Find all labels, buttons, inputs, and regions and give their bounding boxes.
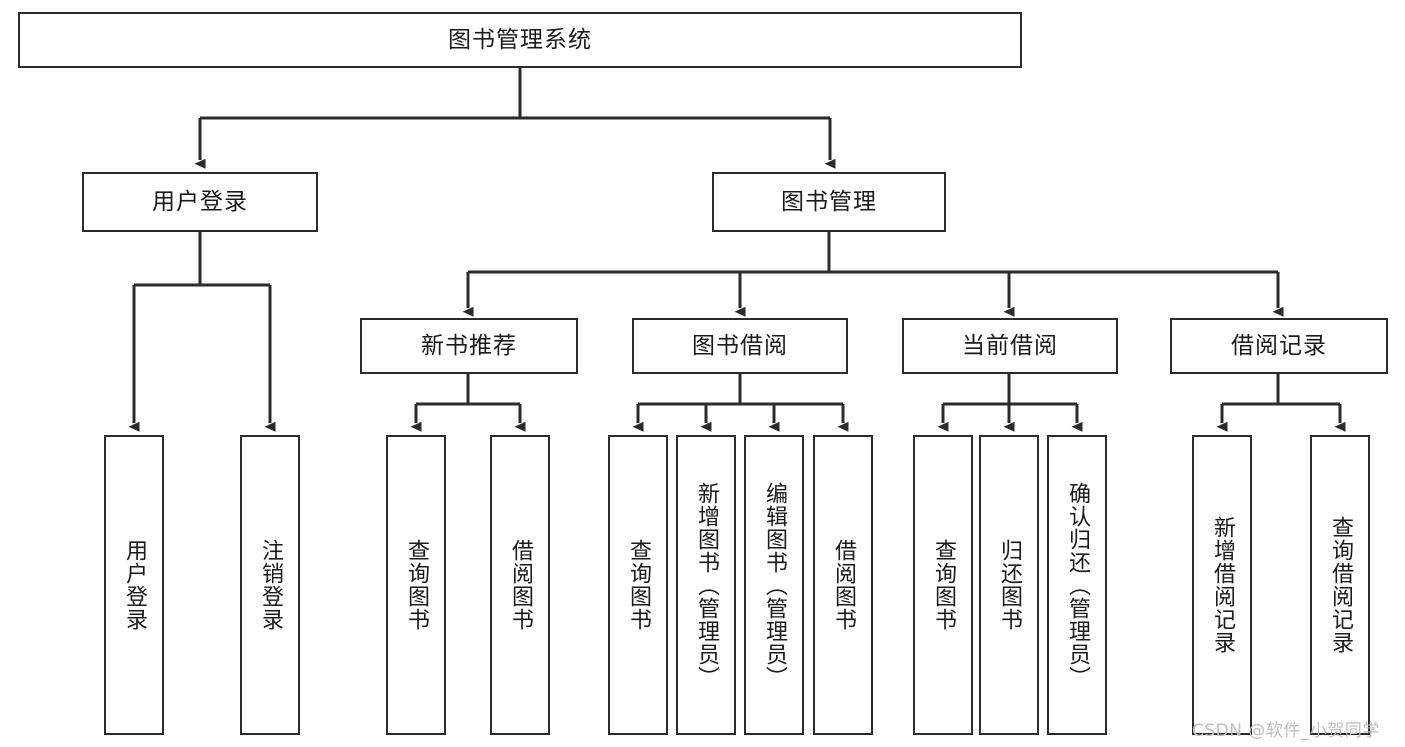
node-user-login-label: 用户登录	[152, 188, 248, 215]
leaf-user-login-label: 用户登录	[121, 539, 147, 631]
leaf-query-book-1[interactable]: 查询图书	[386, 435, 446, 735]
leaf-add-record-label: 新增借阅记录	[1209, 516, 1235, 654]
leaf-borrow-book-2-label: 借阅图书	[830, 539, 856, 631]
leaf-query-book-2-label: 查询图书	[625, 539, 651, 631]
leaf-confirm-return-label: 确认归还（管理员）	[1064, 481, 1090, 689]
node-current-borrow[interactable]: 当前借阅	[902, 318, 1118, 374]
leaf-borrow-book-2[interactable]: 借阅图书	[813, 435, 873, 735]
leaf-logout-login[interactable]: 注销登录	[240, 435, 300, 735]
leaf-borrow-book-1-label: 借阅图书	[507, 539, 533, 631]
node-borrow-record-label: 借阅记录	[1231, 332, 1327, 359]
leaf-query-book-2[interactable]: 查询图书	[608, 435, 668, 735]
leaf-logout-login-label: 注销登录	[257, 539, 283, 631]
node-user-login[interactable]: 用户登录	[82, 172, 318, 232]
node-book-borrow[interactable]: 图书借阅	[632, 318, 848, 374]
leaf-query-record-label: 查询借阅记录	[1327, 516, 1353, 654]
node-borrow-record[interactable]: 借阅记录	[1170, 318, 1388, 374]
leaf-confirm-return[interactable]: 确认归还（管理员）	[1047, 435, 1107, 735]
leaf-query-book-3[interactable]: 查询图书	[913, 435, 973, 735]
leaf-query-book-1-label: 查询图书	[403, 539, 429, 631]
node-book-borrow-label: 图书借阅	[692, 332, 788, 359]
node-book-management-label: 图书管理	[781, 188, 877, 215]
leaf-return-book-label: 归还图书	[996, 539, 1022, 631]
leaf-user-login[interactable]: 用户登录	[104, 435, 164, 735]
node-book-management[interactable]: 图书管理	[712, 172, 946, 232]
node-new-book-recommend-label: 新书推荐	[421, 332, 517, 359]
node-root-label: 图书管理系统	[448, 26, 592, 53]
leaf-add-book-label: 新增图书（管理员）	[693, 481, 719, 689]
node-new-book-recommend[interactable]: 新书推荐	[360, 318, 578, 374]
leaf-borrow-book-1[interactable]: 借阅图书	[490, 435, 550, 735]
leaf-add-book[interactable]: 新增图书（管理员）	[676, 435, 736, 735]
csdn-watermark: CSDN @软件_小贺同学	[1192, 721, 1380, 741]
leaf-add-record[interactable]: 新增借阅记录	[1192, 435, 1252, 735]
leaf-query-record[interactable]: 查询借阅记录	[1310, 435, 1370, 735]
node-current-borrow-label: 当前借阅	[962, 332, 1058, 359]
node-root[interactable]: 图书管理系统	[18, 12, 1022, 68]
leaf-return-book[interactable]: 归还图书	[979, 435, 1039, 735]
leaf-edit-book[interactable]: 编辑图书（管理员）	[744, 435, 804, 735]
leaf-edit-book-label: 编辑图书（管理员）	[761, 481, 787, 689]
leaf-query-book-3-label: 查询图书	[930, 539, 956, 631]
